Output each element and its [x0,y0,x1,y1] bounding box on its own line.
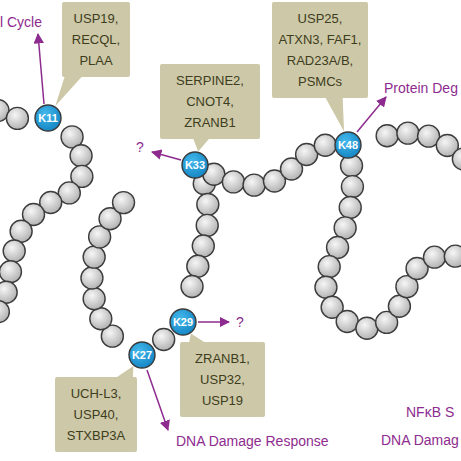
ubiquitin-bead [83,288,105,310]
ubiquitin-bead [181,275,203,297]
pathway-arrow [198,321,229,323]
lysine-circle-shape [129,342,155,368]
lysine-circle-shape [35,105,61,131]
ubiquitin-bead [197,193,219,215]
lysine-circle-shape [335,132,361,158]
ubiquitin-bead [0,301,9,323]
ubiquitin-bead [339,197,361,219]
lysine-label: K27 [128,341,156,369]
ubiquitin-bead [444,245,461,267]
ubiquitin-bead [3,240,25,262]
callout-pointer [55,75,83,106]
pathway-label: DNA Damag [381,432,459,448]
callout-text: UCH-L3, USP40, STXBP3A [59,383,133,446]
ubiquitin-bead [70,145,92,167]
ubiquitin-bead [0,261,21,283]
callout-box: USP25, ATXN3, FAF1, RAD23A/B, PSMCs [272,2,368,98]
pathway-arrow [38,34,44,104]
pathway-label: DNA Damage Response [176,433,329,449]
ubiquitin-bead [388,295,410,317]
callout-box: UCH-L3, USP40, STXBP3A [55,377,137,452]
lysine-label: K11 [34,104,62,132]
ubiquitin-bead [336,311,358,333]
lysine-label: K48 [334,131,362,159]
callout-box: USP19, RECQL, PLAA [62,2,130,77]
ubiquitin-bead [222,171,244,193]
callout-pointer [325,96,344,131]
ubiquitin-bead [6,107,28,129]
ubiquitin-bead [334,217,356,239]
ubiquitin-bead [153,328,175,350]
ubiquitin-bead [356,317,378,339]
lysine-site: K29 [169,308,197,336]
ubiquitin-bead [196,214,218,236]
callout-text: ZRANB1, USP32, USP19 [184,348,261,411]
ubiquitin-bead [243,174,265,196]
ubiquitin-bead [192,235,214,257]
ubiquitin-bead [314,134,336,156]
lysine-label: K29 [169,308,197,336]
callout-pointer [193,137,211,151]
ubiquitin-bead [187,255,209,277]
callout-text: USP19, RECQL, PLAA [66,8,126,71]
pathway-arrow [152,152,181,160]
lysine-site: K33 [181,151,209,179]
ubiquitin-bead [0,281,17,303]
ubiquitin-bead [423,246,445,268]
lysine-circle-shape [182,152,208,178]
pathway-arrow [357,97,386,132]
pathway-label: Protein Deg [384,80,458,96]
lysine-circle-shape [170,309,196,335]
pathway-arrow [147,370,168,430]
lysine-site: K11 [34,104,62,132]
ubiquitin-bead [10,220,32,242]
callout-text: USP25, ATXN3, FAF1, RAD23A/B, PSMCs [276,8,364,92]
callout-box: ZRANB1, USP32, USP19 [180,342,265,417]
ubiquitin-bead [397,122,419,144]
ubiquitin-bead [83,246,105,268]
ubiquitin-bead [318,256,340,278]
lysine-site: K48 [334,131,362,159]
callout-box: SERPINE2, CNOT4, ZRANB1 [160,64,260,139]
lysine-label: K33 [181,151,209,179]
lysine-site: K27 [128,341,156,369]
pathway-label: ? [136,139,144,155]
ubiquitin-bead [376,125,398,147]
ubiquitin-bead [341,176,363,198]
pathway-label: ? [236,314,244,330]
ubiquitin-bead [452,148,461,170]
ubiquitin-bead [81,267,103,289]
pathway-label: l Cycle [0,14,42,30]
pathway-label: NFκB S [406,404,454,420]
callout-text: SERPINE2, CNOT4, ZRANB1 [164,70,256,133]
ubiquitin-bead [113,192,135,214]
ubiquitin-bead [90,308,112,330]
ubiquitin-bead [315,276,337,298]
